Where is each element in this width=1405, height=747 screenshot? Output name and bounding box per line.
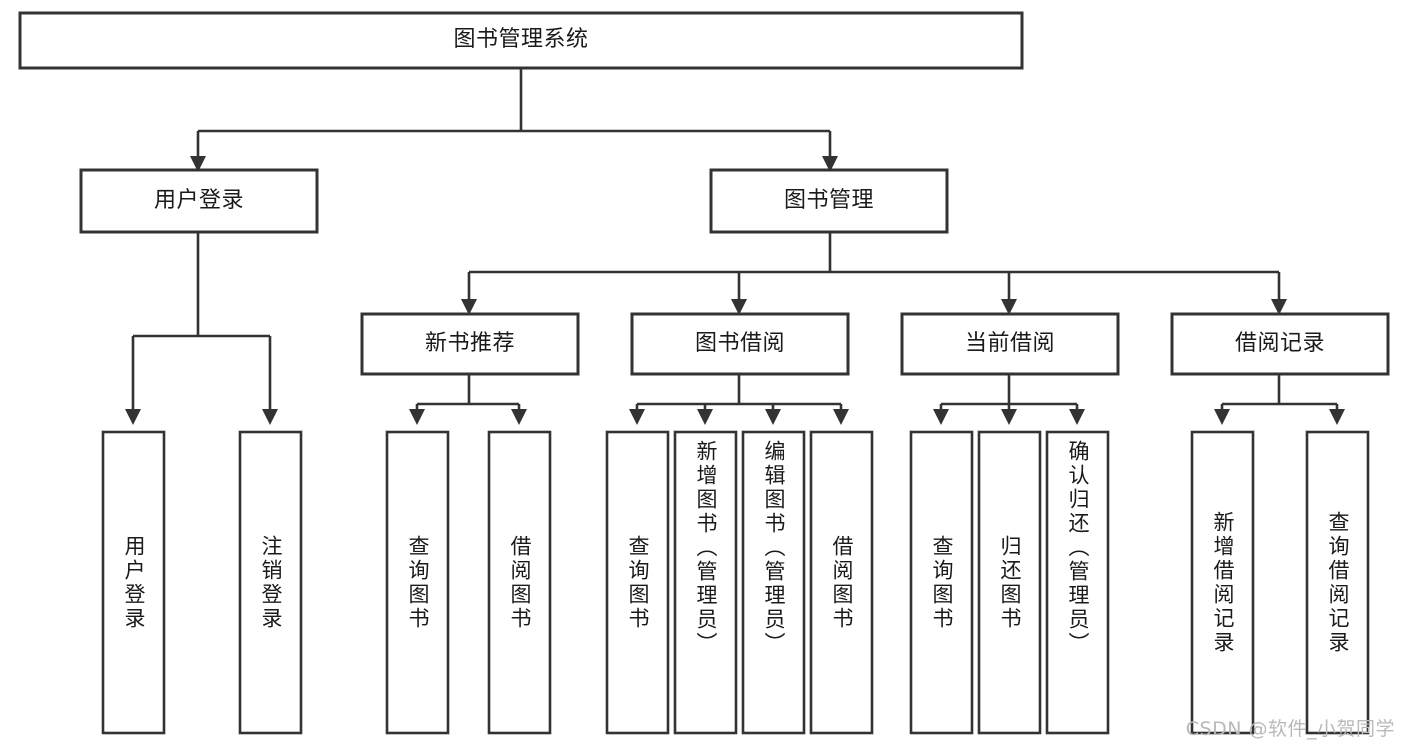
node-leaf-borrow-book-2[interactable] — [811, 432, 872, 733]
node-leaf-query-book-3[interactable] — [911, 432, 972, 733]
node-book-borrow[interactable] — [632, 314, 848, 374]
node-leaf-edit-book[interactable] — [743, 432, 804, 733]
node-leaf-user-logout[interactable] — [240, 432, 301, 733]
node-user-login[interactable] — [81, 170, 317, 232]
node-borrow-record[interactable] — [1172, 314, 1388, 374]
node-new-book-recommend[interactable] — [362, 314, 578, 374]
csdn-watermark: CSDN @软件_小贺同学 — [1185, 718, 1395, 740]
node-leaf-query-record[interactable] — [1307, 432, 1368, 733]
node-leaf-confirm-return[interactable] — [1047, 432, 1108, 733]
node-root-book-management-system[interactable] — [20, 13, 1022, 68]
node-current-borrow[interactable] — [902, 314, 1118, 374]
node-book-management[interactable] — [711, 170, 947, 232]
node-leaf-return-book[interactable] — [979, 432, 1040, 733]
node-leaf-query-book-2[interactable] — [607, 432, 668, 733]
node-leaf-add-record[interactable] — [1192, 432, 1253, 733]
node-leaf-query-book-1[interactable] — [387, 432, 448, 733]
node-leaf-add-book[interactable] — [675, 432, 736, 733]
node-leaf-borrow-book-1[interactable] — [489, 432, 550, 733]
node-leaf-user-login[interactable] — [103, 432, 164, 733]
